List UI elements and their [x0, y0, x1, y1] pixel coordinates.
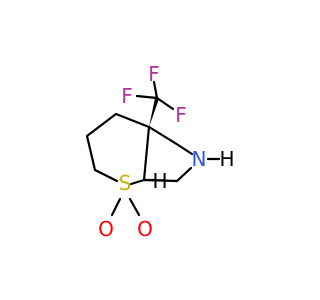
bond-c5-n — [173, 141, 194, 156]
oxygen-left: O — [98, 217, 114, 241]
bond-c3-c2 — [85, 134, 97, 172]
nitrogen-h: H — [219, 147, 234, 171]
molecule-canvas: F F F N H S O O H — [85, 62, 235, 241]
fluorine-top: F — [148, 62, 160, 86]
nitrogen-atom: N — [192, 147, 207, 171]
fluorine-right: F — [175, 103, 187, 127]
bond-c4-c3 — [85, 112, 118, 138]
bond-n-c7 — [175, 166, 193, 183]
bond-s-c7a — [129, 178, 146, 186]
bond-c4a-c5 — [147, 125, 177, 145]
bond-s-o-left — [110, 197, 122, 217]
bond-s-o-right — [128, 197, 141, 217]
structure-drawing: F F F N H S O O H — [85, 62, 235, 241]
bond-c4a-c4 — [114, 112, 151, 129]
sulfur-atom: S — [119, 171, 132, 195]
bond-cf3-f-left — [135, 94, 159, 100]
bond-c7a-c4a — [142, 125, 151, 182]
bond-cf3-f-top — [152, 80, 159, 100]
bond-c2-s — [93, 168, 119, 183]
oxygen-right: O — [137, 217, 153, 241]
bond-cf3-f-right — [155, 96, 175, 111]
stereo-hydrogen: H — [152, 169, 167, 193]
wedge-bond-c4a-cf3 — [149, 98, 159, 127]
fluorine-left: F — [121, 84, 133, 108]
